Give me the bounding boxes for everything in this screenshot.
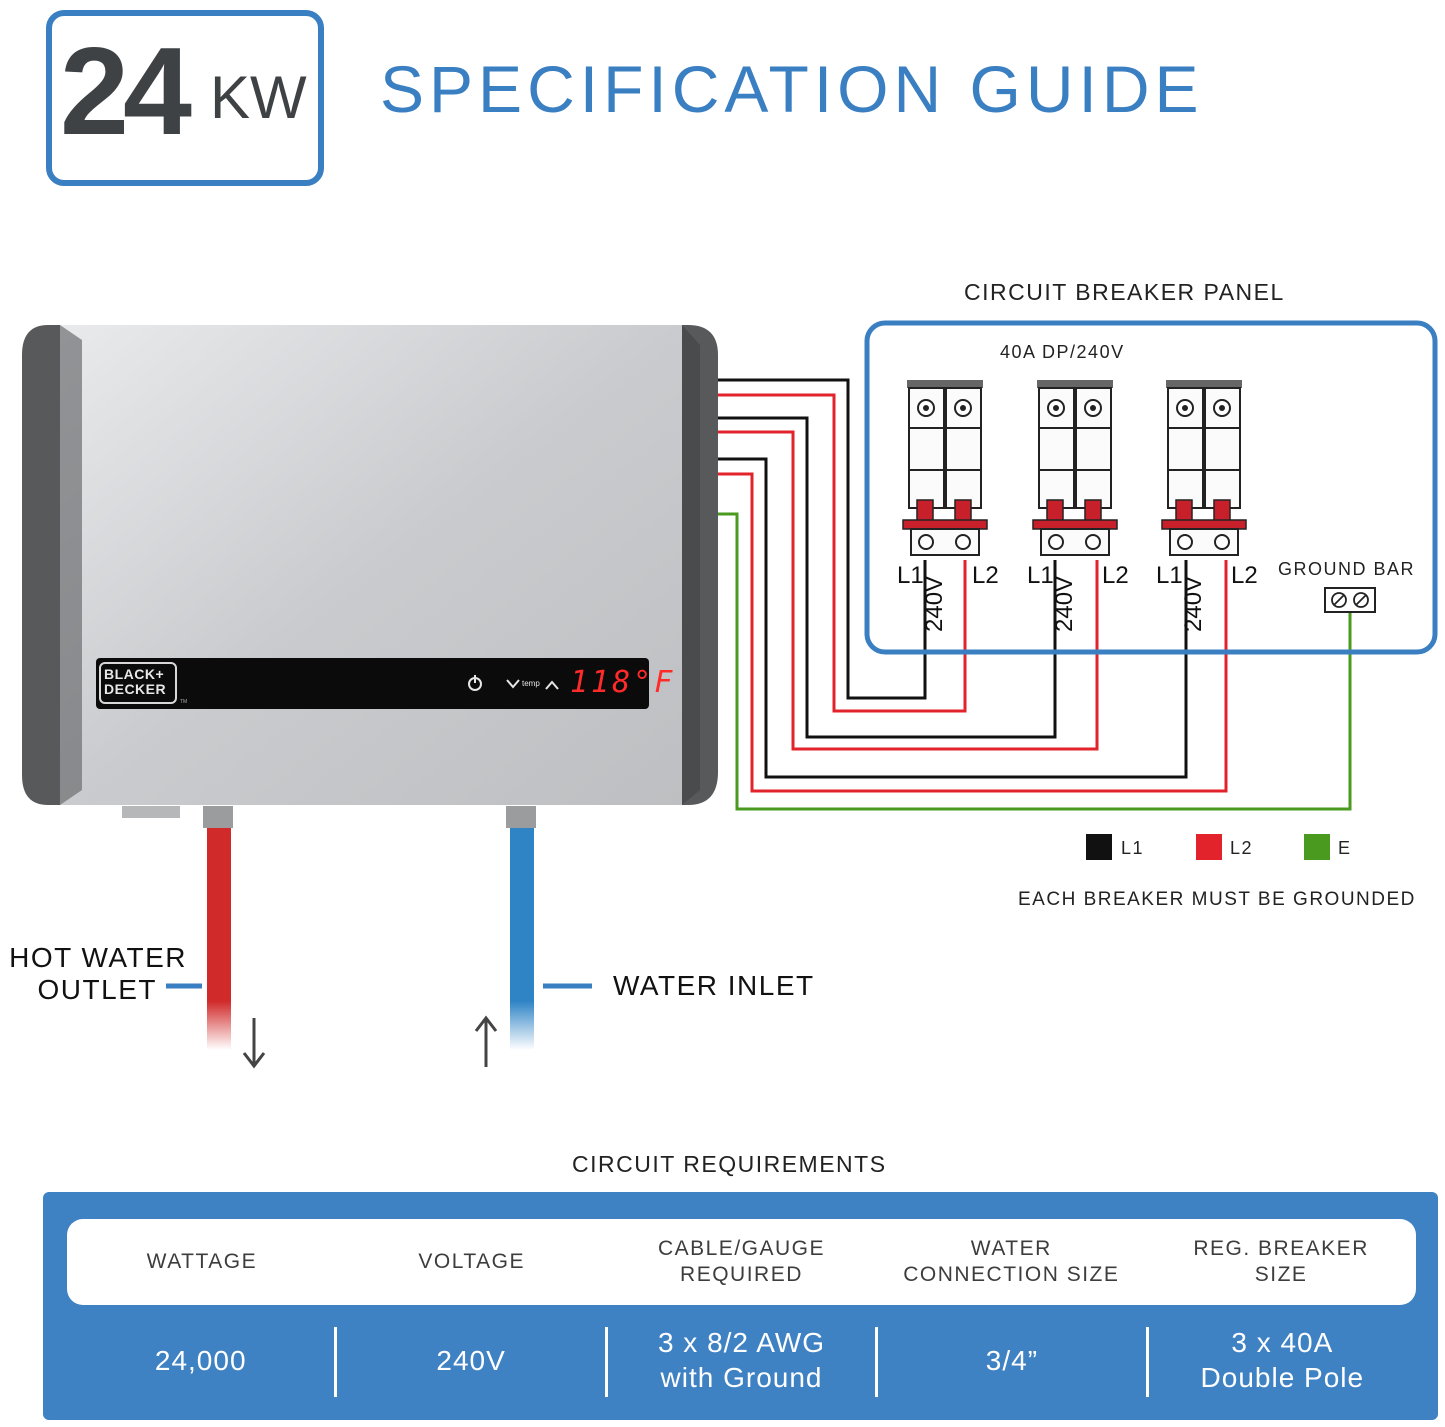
- value-wattage: 24,000: [154, 1344, 247, 1376]
- breaker-1: [902, 379, 988, 556]
- legend-label-l1: L1: [1121, 838, 1145, 858]
- value-breaker-size: 3 x 40A Double Pole: [1200, 1327, 1365, 1393]
- header-cable-gauge: CABLE/GAUGE REQUIRED: [657, 1236, 826, 1286]
- legend-swatch-l1: [1086, 834, 1112, 860]
- control-strip: [96, 658, 649, 709]
- header-voltage: VOLTAGE: [418, 1249, 525, 1273]
- column-divider: [1145, 1327, 1149, 1397]
- wire-ground: [718, 512, 1352, 811]
- wire-l2-breaker1: [718, 393, 967, 713]
- header-breaker-size: REG. BREAKER SIZE: [1193, 1236, 1369, 1286]
- legend-label-e: E: [1338, 838, 1352, 858]
- header-wattage: WATTAGE: [146, 1249, 258, 1273]
- outlet-arrow-icon: [242, 1018, 266, 1069]
- power-value: 24: [60, 23, 192, 161]
- page-title: SPECIFICATION GUIDE: [380, 52, 1204, 126]
- breaker-3-l2: L2: [1231, 562, 1258, 589]
- column-divider: [334, 1327, 338, 1397]
- wire-l2-breaker2: [718, 430, 1099, 751]
- inlet-arrow-icon: [474, 1015, 498, 1067]
- requirements-title: CIRCUIT REQUIREMENTS: [572, 1151, 887, 1177]
- breaker-1-l2: L2: [972, 562, 999, 589]
- column-divider: [604, 1327, 608, 1397]
- requirements-value-row: 24,000 240V 3 x 8/2 AWG with Ground 3/4”…: [67, 1317, 1416, 1403]
- water-inlet-label: WATER INLET: [613, 970, 815, 1001]
- legend-swatch-e: [1304, 834, 1330, 860]
- breaker-1-l1: L1: [897, 562, 924, 589]
- power-unit: KW: [210, 64, 307, 131]
- temperature-display: 118°F: [570, 665, 676, 700]
- breaker-3-l1: L1: [1156, 562, 1183, 589]
- breaker-2-l1: L1: [1027, 562, 1054, 589]
- legend-swatch-l2: [1196, 834, 1222, 860]
- hot-water-outlet-label: HOT WATER OUTLET: [9, 942, 187, 1006]
- brand-logo: [99, 662, 177, 704]
- cold-water-pipe: [506, 806, 536, 1050]
- breaker-1-voltage: 240V: [921, 575, 948, 632]
- breaker-rating: 40A DP/240V: [1000, 342, 1125, 362]
- hot-water-pipe: [203, 806, 233, 1050]
- temp-down-icon: [506, 679, 520, 689]
- value-cable-gauge: 3 x 8/2 AWG with Ground: [657, 1327, 826, 1393]
- column-divider: [875, 1327, 879, 1397]
- breaker-3: [1161, 379, 1247, 556]
- value-water-connection: 3/4”: [985, 1344, 1039, 1376]
- ground-bar: [1324, 587, 1376, 613]
- breaker-2-l2: L2: [1102, 562, 1129, 589]
- requirements-header-row: WATTAGE VOLTAGE CABLE/GAUGE REQUIRED WAT…: [67, 1219, 1416, 1305]
- power-badge: [46, 10, 324, 186]
- value-voltage: 240V: [436, 1344, 506, 1376]
- wire-l1-breaker3: [718, 457, 1188, 779]
- panel-title: CIRCUIT BREAKER PANEL: [964, 279, 1285, 305]
- breaker-3-voltage: 240V: [1180, 575, 1207, 632]
- temp-label: temp: [522, 679, 540, 688]
- requirements-table: WATTAGE VOLTAGE CABLE/GAUGE REQUIRED WAT…: [43, 1192, 1438, 1420]
- ground-note: EACH BREAKER MUST BE GROUNDED: [1018, 889, 1416, 910]
- brand-name: BLACK+ DECKER: [104, 666, 167, 697]
- breaker-panel: [864, 320, 1438, 655]
- breaker-2-voltage: 240V: [1051, 575, 1078, 632]
- legend-label-l2: L2: [1230, 838, 1254, 858]
- trademark: TM: [180, 699, 188, 705]
- breaker-2: [1032, 379, 1118, 556]
- header-water-connection: WATER CONNECTION SIZE: [903, 1236, 1120, 1286]
- wire-l2-breaker3: [718, 472, 1228, 793]
- water-heater: [22, 325, 718, 818]
- ground-bar-label: GROUND BAR: [1278, 559, 1416, 579]
- temp-up-icon: [545, 680, 559, 690]
- wire-l1-breaker2: [718, 416, 1057, 739]
